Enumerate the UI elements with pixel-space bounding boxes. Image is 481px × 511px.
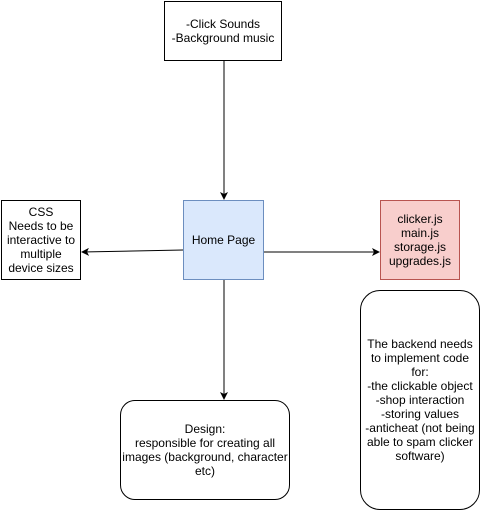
- css-box: CSS Needs to be interactive to multiple …: [1, 200, 81, 280]
- backend-line: -the clickable object: [367, 379, 473, 393]
- audio-line: -Background music: [171, 31, 275, 45]
- backend-line: for:: [411, 365, 429, 379]
- backend-line: The backend needs: [367, 337, 473, 351]
- design-line: Design:: [184, 422, 226, 436]
- css-line: interactive to: [6, 233, 76, 247]
- home-page-label: Home Page: [191, 233, 256, 247]
- design-box: Design: responsible for creating all ima…: [120, 400, 290, 500]
- js-file-line: main.js: [400, 226, 439, 240]
- css-line: Needs to be: [8, 219, 74, 233]
- design-line: etc): [194, 464, 215, 478]
- css-line: CSS: [28, 205, 54, 219]
- audio-features-box: -Click Sounds -Background music: [164, 1, 282, 61]
- backend-line: -shop interaction: [375, 393, 465, 407]
- design-line: responsible for creating all: [134, 436, 276, 450]
- css-line: multiple: [20, 247, 62, 261]
- js-files-box: clicker.js main.js storage.js upgrades.j…: [380, 200, 460, 280]
- backend-box: The backend needs to implement code for:…: [360, 290, 480, 510]
- design-line: images (background, character: [122, 450, 288, 464]
- backend-line: to implement code: [370, 351, 470, 365]
- js-file-line: storage.js: [393, 240, 447, 254]
- js-file-line: clicker.js: [397, 212, 443, 226]
- js-file-line: upgrades.js: [388, 254, 452, 268]
- backend-line: -storing values: [380, 407, 460, 421]
- home-page-box: Home Page: [183, 200, 264, 280]
- edge-home-to-css: [81, 247, 184, 256]
- css-line: device sizes: [8, 261, 74, 275]
- backend-line: -anticheat (not being: [365, 421, 475, 435]
- audio-line: -Click Sounds: [185, 17, 261, 31]
- backend-line: software): [395, 449, 445, 463]
- backend-line: able to spam clicker: [366, 435, 474, 449]
